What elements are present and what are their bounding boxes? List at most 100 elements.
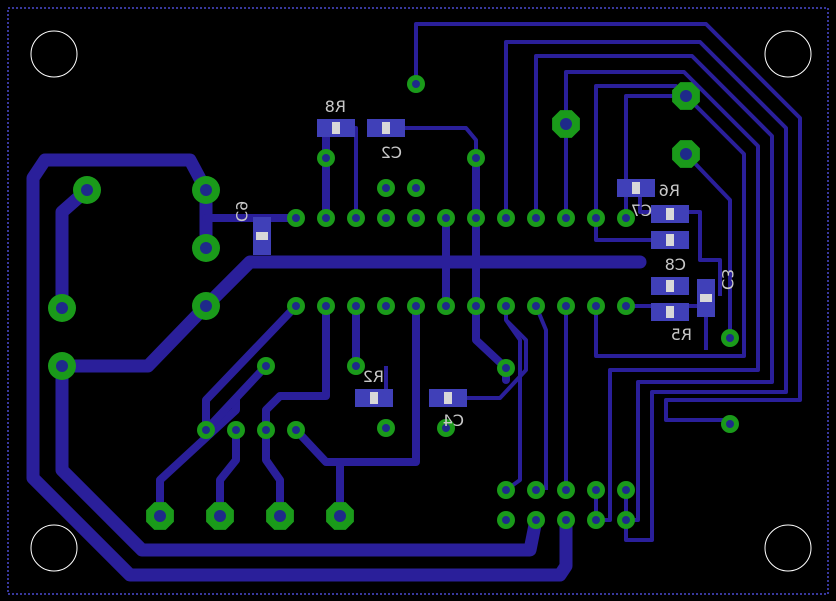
pad-25 <box>467 149 485 167</box>
label-r5: R5 <box>671 325 692 344</box>
label-c9: C9 <box>232 201 251 222</box>
pad-15 <box>497 297 515 315</box>
board-outline <box>7 7 829 595</box>
pad-40 <box>557 481 575 499</box>
label-c8: C8 <box>665 255 686 274</box>
smd-c3 <box>697 279 715 317</box>
trace-lower-left-a <box>202 302 300 434</box>
pad-octagon-59 <box>146 502 174 530</box>
pad-5 <box>347 297 365 315</box>
power-trace-outer-loop <box>26 153 573 582</box>
pad-28 <box>407 75 425 93</box>
label-r8: R8 <box>325 97 346 116</box>
pad-3 <box>317 297 335 315</box>
pad-37 <box>497 511 515 529</box>
pad-46 <box>197 421 215 439</box>
smd-c7 <box>617 179 655 197</box>
smd-c2 <box>367 119 405 137</box>
pad-14 <box>497 209 515 227</box>
pad-20 <box>587 209 605 227</box>
pad-16 <box>527 209 545 227</box>
pad-29 <box>347 357 365 375</box>
pad-7 <box>377 297 395 315</box>
pad-1 <box>287 297 305 315</box>
pad-31 <box>437 419 455 437</box>
pad-0 <box>287 209 305 227</box>
pad-43 <box>587 511 605 529</box>
trace-lower-left-b <box>156 396 240 520</box>
mounting-holes <box>30 30 812 572</box>
pad-41 <box>557 511 575 529</box>
pad-17 <box>527 297 545 315</box>
trace-top-bus-4 <box>594 84 746 358</box>
trace-lower-left-d <box>262 302 330 520</box>
pad-49 <box>287 421 305 439</box>
pad-12 <box>467 209 485 227</box>
trace-lower-left-c <box>216 426 240 520</box>
pad-30 <box>377 419 395 437</box>
trace-top-hook <box>414 22 802 422</box>
pad-octagon-60 <box>206 502 234 530</box>
pad-octagon-62 <box>326 502 354 530</box>
pad-large-52 <box>192 292 220 320</box>
smd-c9 <box>253 217 271 255</box>
label-r6: R6 <box>659 181 680 200</box>
pad-13 <box>467 297 485 315</box>
pad-octagon-58 <box>672 140 700 168</box>
silkscreen-labels: R8 C2 C9 C7 R6 C8 C3 R5 R2 C4 <box>232 97 737 430</box>
pad-6 <box>377 209 395 227</box>
pad-39 <box>527 511 545 529</box>
pad-2 <box>317 209 335 227</box>
pad-19 <box>557 297 575 315</box>
pad-24 <box>317 149 335 167</box>
smd-r2 <box>355 389 393 407</box>
mount-hole-bottom-right <box>764 524 812 572</box>
pad-33 <box>257 357 275 375</box>
pad-22 <box>617 209 635 227</box>
pad-large-50 <box>192 176 220 204</box>
pad-9 <box>407 297 425 315</box>
pad-8 <box>407 209 425 227</box>
pad-large-53 <box>48 294 76 322</box>
label-c3: C3 <box>718 269 737 290</box>
pad-42 <box>587 481 605 499</box>
smd-c4 <box>429 389 467 407</box>
pad-10 <box>437 209 455 227</box>
trace-top-bus-1 <box>504 40 788 542</box>
pad-44 <box>617 481 635 499</box>
power-trace-inner-loop <box>55 359 543 557</box>
pad-4 <box>347 209 365 227</box>
trace-c3-link <box>684 152 732 338</box>
pad-35 <box>721 415 739 433</box>
pad-32 <box>497 359 515 377</box>
label-c2: C2 <box>381 143 402 162</box>
smd-r8 <box>317 119 355 137</box>
pad-octagon-61 <box>266 502 294 530</box>
label-c4: C4 <box>443 411 464 430</box>
pad-47 <box>227 421 245 439</box>
smd-components <box>253 119 715 407</box>
trace-lower-left-e <box>292 302 420 466</box>
mount-hole-top-left <box>30 30 78 78</box>
pad-large-51 <box>192 234 220 262</box>
smd-c8 <box>651 231 689 249</box>
pad-27 <box>407 179 425 197</box>
pad-26 <box>377 179 395 197</box>
through-hole-pads <box>48 75 739 530</box>
mount-hole-bottom-left <box>30 524 78 572</box>
smd-r6 <box>651 205 689 223</box>
pad-large-54 <box>48 352 76 380</box>
pad-large-55 <box>73 176 101 204</box>
pad-23 <box>617 297 635 315</box>
pad-octagon-57 <box>672 82 700 110</box>
pad-45 <box>617 511 635 529</box>
smd-r5 <box>651 277 689 295</box>
pad-34 <box>721 329 739 347</box>
trace-lower-left-g <box>202 362 270 434</box>
pad-11 <box>437 297 455 315</box>
pad-38 <box>527 481 545 499</box>
pad-octagon-56 <box>552 110 580 138</box>
smd-r5b <box>651 303 689 321</box>
label-c7: C7 <box>631 201 652 220</box>
